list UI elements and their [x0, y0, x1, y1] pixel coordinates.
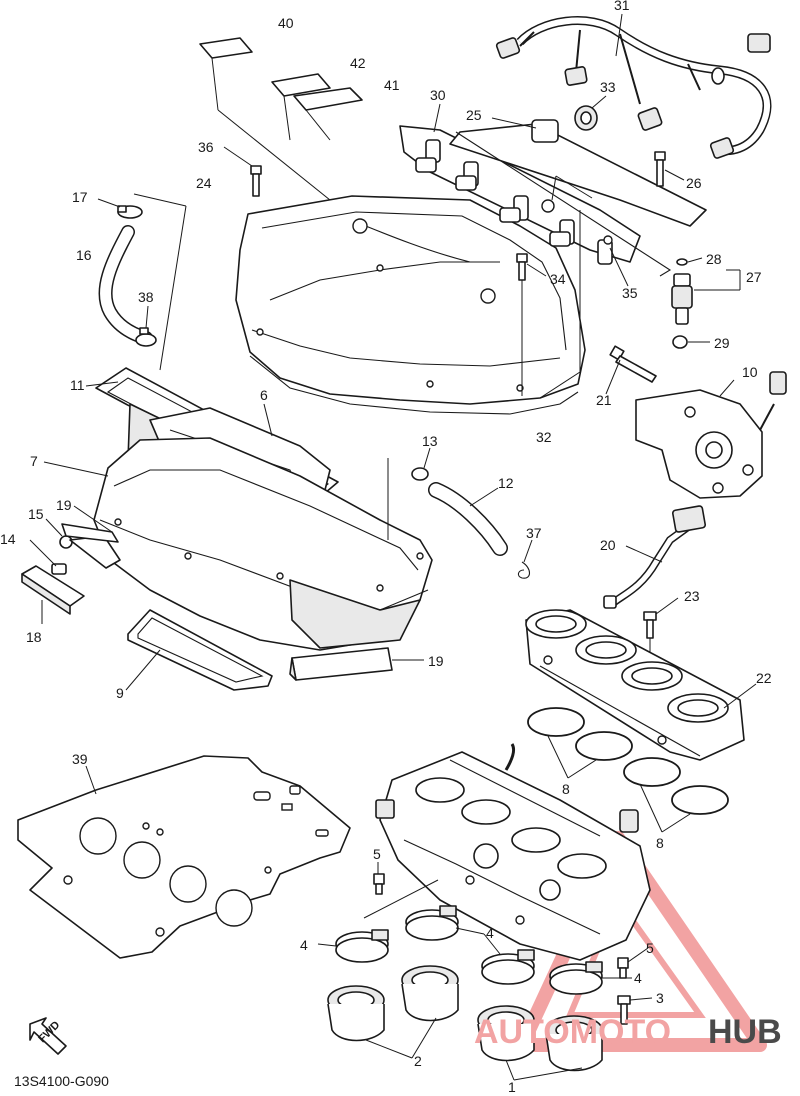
part-38-hose-clamp [135, 327, 157, 347]
callout-c19b: 19 [428, 653, 444, 669]
part-18-seal-block [21, 565, 85, 615]
callout-c42: 42 [350, 55, 366, 71]
part-12-vent-hose [428, 482, 508, 556]
part-40-label-sheet [199, 37, 253, 59]
callout-c28: 28 [706, 251, 722, 267]
part-17-hose-clamp [117, 205, 143, 219]
callout-c10: 10 [742, 364, 758, 380]
part-20-sensor-lead [603, 505, 707, 609]
callout-c25: 25 [466, 107, 482, 123]
callout-c8b: 8 [656, 835, 664, 851]
part-4-clamp-2 [405, 905, 459, 941]
callout-c27: 27 [746, 269, 762, 285]
callout-c7: 7 [30, 453, 38, 469]
part-14-grommet [51, 563, 67, 575]
callout-c26: 26 [686, 175, 702, 191]
callout-c8a: 8 [562, 781, 570, 797]
callout-c13: 13 [422, 433, 438, 449]
callout-c22: 22 [756, 670, 772, 686]
part-33-grommet [574, 105, 598, 131]
part-8-o-ring-set [527, 707, 729, 815]
part-16-breather-hose [98, 225, 153, 345]
part-5-screw-right [617, 957, 629, 979]
part-5-screw-left [373, 873, 385, 895]
throttle-body-assembly [375, 743, 651, 961]
callout-c20: 20 [600, 537, 616, 553]
callout-c23: 23 [684, 588, 700, 604]
callout-c33: 33 [600, 79, 616, 95]
part-39-throttle-gasket [17, 755, 351, 959]
part-24-air-filter-cover [235, 195, 586, 405]
callout-c4a: 4 [300, 937, 308, 953]
part-26-screw [654, 151, 666, 187]
part-42-label-sheet [271, 73, 331, 97]
part-36-bolt [250, 165, 262, 197]
part-1-intake-joint-1 [477, 1005, 535, 1062]
part-28-o-ring [676, 258, 688, 266]
part-37-clip [517, 561, 531, 579]
callout-c39: 39 [72, 751, 88, 767]
callout-c4c: 4 [634, 970, 642, 986]
part-22-funnel-assembly [525, 609, 745, 761]
callout-c36: 36 [198, 139, 214, 155]
callout-c5b: 5 [646, 940, 654, 956]
callout-c40: 40 [278, 15, 294, 31]
part-31-wire-harness [495, 16, 772, 159]
part-19-seal-strip-lower [289, 647, 393, 681]
callout-c14: 14 [0, 531, 16, 547]
part-2-intake-joint-2 [401, 965, 459, 1022]
callout-c6: 6 [260, 387, 268, 403]
part-35-bracket [455, 131, 672, 277]
callout-c19a: 19 [56, 497, 72, 513]
callout-labels: 1234445567889101112131415161718191920212… [0, 0, 772, 1095]
callout-c5a: 5 [373, 846, 381, 862]
part-7-air-filter-case [93, 437, 433, 651]
part-29-seal [672, 335, 688, 349]
part-41-label-sheet [293, 87, 363, 111]
callout-c15: 15 [28, 506, 44, 522]
callout-c38: 38 [138, 289, 154, 305]
callout-c4b: 4 [486, 925, 494, 941]
watermark: AUTOMOTO HUB [474, 1013, 782, 1051]
callout-c35: 35 [622, 285, 638, 301]
watermark-text-light: AUTOMOTO [474, 1013, 671, 1051]
callout-c37: 37 [526, 525, 542, 541]
part-27-fuel-injector [671, 273, 693, 325]
callout-c24: 24 [196, 175, 212, 191]
part-9-case-gasket [127, 609, 273, 691]
callout-c16: 16 [76, 247, 92, 263]
diagram-code: 13S4100-G090 [14, 1073, 109, 1089]
callout-c2: 2 [414, 1053, 422, 1069]
callout-c31: 31 [614, 0, 630, 13]
callout-c11: 11 [70, 377, 85, 393]
callout-c9: 9 [116, 685, 124, 701]
part-4-clamp-3 [481, 949, 535, 985]
watermark-text-dark: HUB [708, 1013, 782, 1051]
part-4-clamp-4 [549, 961, 603, 995]
part-10-throttle-servo [635, 371, 787, 499]
callout-c29: 29 [714, 335, 730, 351]
part-34-bolt [516, 253, 528, 396]
callout-c1: 1 [508, 1079, 516, 1095]
part-21-bolt [609, 345, 657, 383]
part-2-intake-joint-1 [327, 985, 385, 1042]
part-4-clamp-1 [335, 929, 389, 963]
callout-c34: 34 [550, 271, 566, 287]
callout-c12: 12 [498, 475, 514, 491]
callout-c21: 21 [596, 392, 612, 408]
part-32-cover-gasket [249, 355, 579, 415]
callout-c3: 3 [656, 990, 664, 1006]
callout-c41: 41 [384, 77, 400, 93]
part-25-fuel-rail [449, 119, 707, 245]
callout-c17: 17 [72, 189, 88, 205]
part-1-intake-joint-2 [545, 1015, 603, 1072]
callout-c18: 18 [26, 629, 42, 645]
part-13-hose-clamp [411, 467, 429, 481]
callout-c32: 32 [536, 429, 552, 445]
fwd-arrow-icon [29, 1017, 67, 1055]
part-19-seal-strip-front [61, 523, 119, 543]
callout-c30: 30 [430, 87, 446, 103]
